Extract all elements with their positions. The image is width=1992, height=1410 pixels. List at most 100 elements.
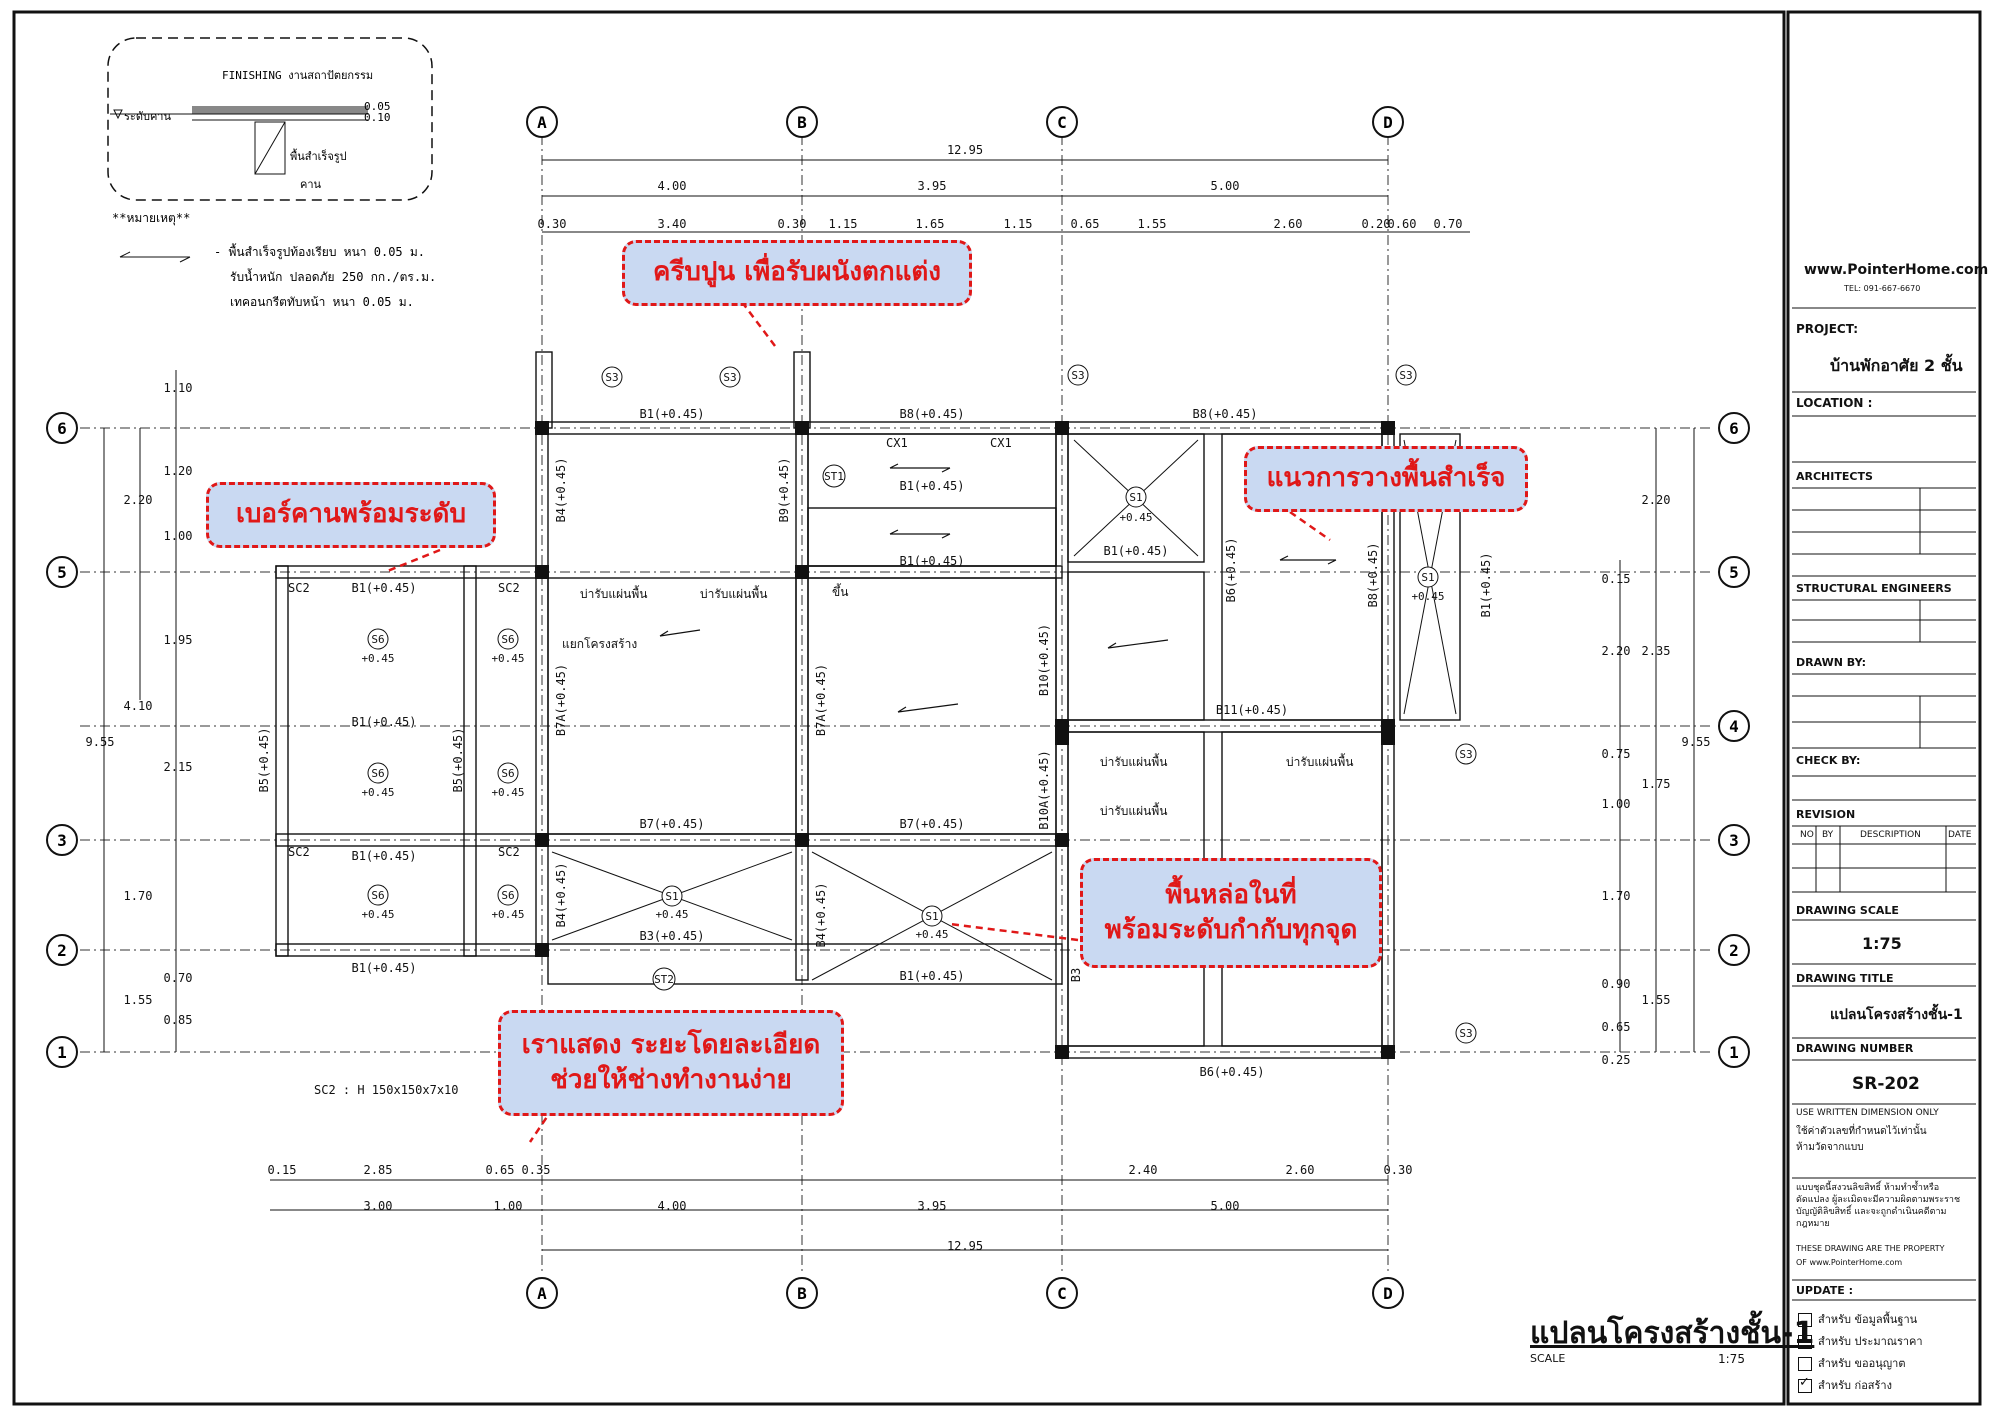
plan-scale-label: SCALE bbox=[1530, 1352, 1566, 1365]
slab-level: +0.45 bbox=[361, 908, 394, 921]
dim-bot-sub: 2.60 bbox=[1286, 1163, 1315, 1177]
slab-tag: S6 bbox=[371, 633, 384, 646]
slab-tag: S1 bbox=[1421, 571, 1434, 584]
remark-line: รับน้ำหนัก ปลอดภัย 250 กก./ตร.ม. bbox=[230, 268, 436, 284]
dim-top-bay: 3.95 bbox=[918, 179, 947, 193]
beam-label-vertical: B7A(+0.45) bbox=[814, 664, 828, 736]
slab-tag: S3 bbox=[723, 371, 736, 384]
dim-right-inner: 2.20 bbox=[1642, 493, 1671, 507]
checkbox-icon[interactable] bbox=[1798, 1357, 1812, 1371]
slab-level: +0.45 bbox=[491, 908, 524, 921]
title-block-frame bbox=[1786, 10, 1982, 1406]
dim-top-sub: 1.15 bbox=[829, 217, 858, 231]
beam-label: B8(+0.45) bbox=[899, 407, 964, 421]
tb-drawn-label: DRAWN BY: bbox=[1796, 656, 1866, 669]
tb-revision-col: DATE bbox=[1948, 830, 1972, 840]
beam-label: B6(+0.45) bbox=[1199, 1065, 1264, 1079]
dim-bot-bay: 1.00 bbox=[494, 1199, 523, 1213]
dim-left-inner: 1.70 bbox=[124, 889, 153, 903]
slab-tag: S6 bbox=[501, 767, 514, 780]
tb-tel: TEL: 091-667-6670 bbox=[1844, 284, 1921, 293]
grid-label-col: B bbox=[797, 1284, 807, 1303]
grid-label-row: 2 bbox=[57, 941, 67, 960]
dim-top-sub: 0.65 bbox=[1071, 217, 1100, 231]
dim-top-sub: 0.70 bbox=[1434, 217, 1463, 231]
dim-left-inner: 1.55 bbox=[124, 993, 153, 1007]
slab-level: +0.45 bbox=[361, 786, 394, 799]
slab-level: +0.45 bbox=[915, 928, 948, 941]
grid-label-row: 2 bbox=[1729, 941, 1739, 960]
dim-right-outer: 9.55 bbox=[1682, 735, 1711, 749]
slab-tag: S1 bbox=[665, 890, 678, 903]
grid-label-row: 1 bbox=[1729, 1043, 1739, 1062]
ledge-label: บ่ารับแผ่นพื้น bbox=[1100, 753, 1168, 769]
slab-level: +0.45 bbox=[491, 652, 524, 665]
checkbox-checked-icon[interactable] bbox=[1798, 1375, 1812, 1393]
dim-right-inner: 0.25 bbox=[1602, 1053, 1631, 1067]
dim-bot-sub: 0.30 bbox=[1384, 1163, 1413, 1177]
remark-title: **หมายเหตุ** bbox=[112, 211, 190, 226]
note-plaster-ledge: ครีบปูน เพื่อรับผนังตกแต่ง bbox=[622, 240, 972, 306]
slab-level: +0.45 bbox=[1119, 511, 1152, 524]
section-dim-1: 0.05 bbox=[364, 100, 391, 113]
slab-tag: S3 bbox=[1399, 369, 1412, 382]
misc-labels: SC2 SC2 SC2 SC2 CX1 CX1 บ่ารับแผ่นพื้น บ… bbox=[288, 436, 1354, 1097]
beam-label-vertical: B8(+0.45) bbox=[1366, 542, 1380, 607]
dim-top-sub: 0.20 bbox=[1362, 217, 1391, 231]
tb-update-item[interactable]: สำหรับ ขออนุญาต bbox=[1798, 1354, 1905, 1372]
plan-scale-value: 1:75 bbox=[1718, 1352, 1745, 1366]
grid-label-row: 3 bbox=[1729, 831, 1739, 850]
dim-bot-sub: 0.35 bbox=[522, 1163, 551, 1177]
beam-label-vertical: B10(+0.45) bbox=[1037, 624, 1051, 696]
dim-left-inner: 1.20 bbox=[164, 464, 193, 478]
tb-number-label: DRAWING NUMBER bbox=[1796, 1042, 1914, 1055]
grid-label-row: 5 bbox=[1729, 563, 1739, 582]
dim-right-inner: 0.75 bbox=[1602, 747, 1631, 761]
tb-project-name: บ้านพักอาศัย 2 ชั้น bbox=[1830, 356, 1963, 375]
tb-update-item[interactable]: สำหรับ ประมาณราคา bbox=[1798, 1332, 1923, 1350]
beam-label-vertical: B5(+0.45) bbox=[257, 727, 271, 792]
dim-top-sub: 3.40 bbox=[658, 217, 687, 231]
tb-update-text: สำหรับ ประมาณราคา bbox=[1818, 1335, 1923, 1348]
ledge-label: บ่ารับแผ่นพื้น bbox=[700, 585, 768, 601]
dim-top-sub: 0.30 bbox=[778, 217, 807, 231]
dim-total: 12.95 bbox=[947, 1239, 983, 1253]
sc2-label: SC2 bbox=[498, 845, 520, 859]
dim-bot-sub: 0.15 bbox=[268, 1163, 297, 1177]
remarks: **หมายเหตุ** - พื้นสำเร็จรูปท้องเรียบ หน… bbox=[112, 211, 436, 309]
grid-label-row: 1 bbox=[57, 1043, 67, 1062]
beam-labels: B1(+0.45) B8(+0.45) B8(+0.45) B1(+0.45) … bbox=[351, 407, 1288, 1079]
tb-scale-label: DRAWING SCALE bbox=[1796, 904, 1899, 917]
tb-copyright-en-1: THESE DRAWING ARE THE PROPERTY bbox=[1796, 1244, 1945, 1253]
tb-number-value: SR-202 bbox=[1852, 1074, 1920, 1094]
dim-top-sub: 2.60 bbox=[1274, 217, 1303, 231]
dimension-lines bbox=[103, 159, 1695, 1251]
up-label: ขึ้น bbox=[832, 583, 848, 599]
tb-update-text: สำหรับ ก่อสร้าง bbox=[1818, 1379, 1892, 1392]
note-text: เราแสดง ระยะโดยละเอียด ช่วยให้ช่างทำงานง… bbox=[521, 1029, 821, 1095]
grid-bubbles: A B C D A B C D 6 5 3 2 1 6 5 4 3 2 bbox=[46, 106, 1750, 1309]
remark-line: เทคอนกรีตทับหน้า หนา 0.05 ม. bbox=[230, 295, 414, 309]
tb-revision-col: DESCRIPTION bbox=[1860, 830, 1921, 840]
checkbox-icon[interactable] bbox=[1798, 1313, 1812, 1327]
grid-label-row: 6 bbox=[1729, 419, 1739, 438]
dim-top-sub: 0.60 bbox=[1388, 217, 1417, 231]
slab-tag: S1 bbox=[1129, 491, 1142, 504]
sc2-label: SC2 bbox=[288, 845, 310, 859]
columns bbox=[535, 421, 1395, 1059]
dim-bot-bay: 5.00 bbox=[1211, 1199, 1240, 1213]
tb-website: www.PointerHome.com bbox=[1804, 262, 1989, 278]
tb-structural-label: STRUCTURAL ENGINEERS bbox=[1796, 582, 1952, 595]
dim-right-inner: 0.65 bbox=[1602, 1020, 1631, 1034]
beam-label-vertical: B3 bbox=[1069, 968, 1083, 982]
beam-label: B11(+0.45) bbox=[1216, 703, 1288, 717]
grid-label-col: A bbox=[537, 113, 547, 132]
grid-label-col: C bbox=[1057, 1284, 1067, 1303]
checkbox-icon[interactable] bbox=[1798, 1335, 1812, 1349]
section-detail: FINISHING งานสถาปัตยกรรม ระดับคาน พื้นสำ… bbox=[107, 37, 433, 201]
beam-label: B1(+0.45) bbox=[1103, 544, 1168, 558]
tb-update-item[interactable]: สำหรับ ก่อสร้าง bbox=[1798, 1375, 1892, 1394]
note-text: พื้นหล่อในที่ พร้อมระดับกำกับทุกจุด bbox=[1104, 879, 1358, 945]
tb-update-item[interactable]: สำหรับ ข้อมูลพื้นฐาน bbox=[1798, 1310, 1917, 1328]
dim-left-inner: 1.10 bbox=[164, 381, 193, 395]
